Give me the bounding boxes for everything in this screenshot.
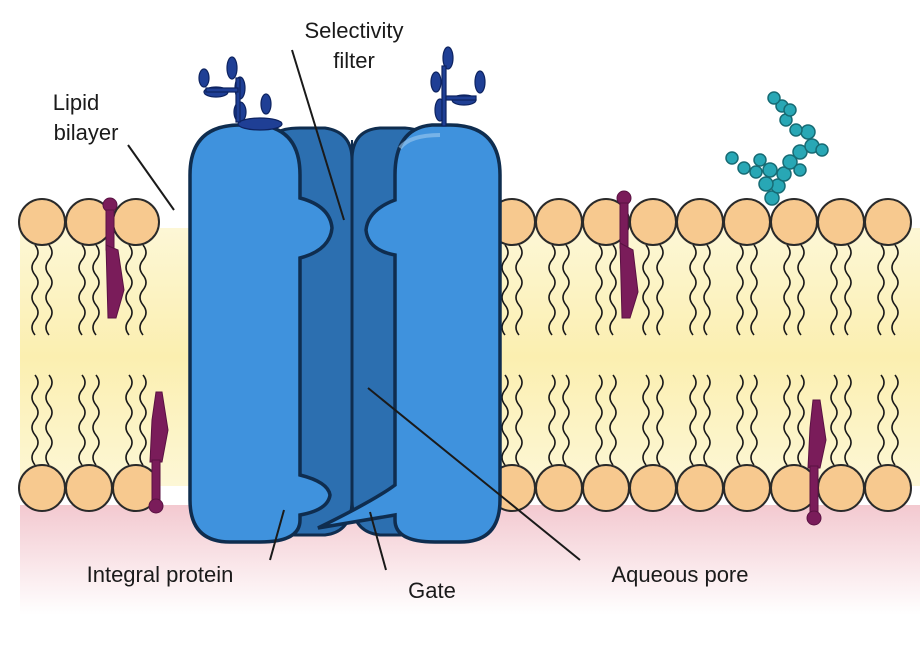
lipid-tail [891,244,899,336]
label-integral-protein: Integral protein [87,562,234,587]
lipid-tail [125,244,133,336]
lipid-head [112,198,160,246]
label-selectivity-filter-1: Selectivity [304,18,403,43]
label-lipid-bilayer-2: bilayer [54,120,119,145]
lipid-tail [125,374,133,466]
lipid-tail [31,244,39,336]
lipid-tail [609,244,617,336]
lipid-head [535,198,583,246]
cholesterol-upper-right [616,190,639,319]
lipid-tail [595,374,603,466]
lipid-tail [31,374,39,466]
lipid-tail [797,244,805,336]
glycosylation-right [430,46,486,127]
lipid-tail [844,374,852,466]
lipid-tail [515,244,523,336]
leader-aqueous-pore [367,387,581,561]
lipid-tails [31,244,899,466]
lipid-head [535,464,583,512]
lipid-tail [736,374,744,466]
lipid-tail [830,374,838,466]
lipid-tail [656,374,664,466]
lipid-tail [45,374,53,466]
lipid-tail [548,244,556,336]
lipid-tail [750,244,758,336]
lipid-tail [92,374,100,466]
lipid-heads [18,198,912,512]
lipid-tail [689,374,697,466]
lipid-tail [783,374,791,466]
lipid-head [629,464,677,512]
protein-front-right [317,123,502,544]
lipid-tail [830,244,838,336]
lipid-head [65,464,113,512]
lipid-head [817,198,865,246]
lipid-tail [562,244,570,336]
lipid-tail [78,374,86,466]
lipid-tail [877,244,885,336]
glycosylation-left [198,56,283,131]
lipid-tail [548,374,556,466]
leader-lines [127,49,581,571]
lipid-tail [78,244,86,336]
lipid-tail [609,374,617,466]
lipid-tail [703,374,711,466]
leader-selectivity-filter [291,49,345,221]
lipid-head [18,198,66,246]
protein-highlight [398,133,441,150]
lipid-head [723,464,771,512]
lipid-tail [703,244,711,336]
lipid-tail [877,374,885,466]
channel-protein [188,123,502,544]
lipid-tail [750,374,758,466]
lipid-tail [689,244,697,336]
lipid-tail [844,244,852,336]
lipid-head [18,464,66,512]
label-selectivity-filter-2: filter [333,48,375,73]
lipid-tail [139,374,147,466]
lipid-tail [797,374,805,466]
lipid-tail [139,244,147,336]
lipid-tail [891,374,899,466]
lipid-head [770,198,818,246]
lipid-tail [642,244,650,336]
lipid-tail [562,374,570,466]
lipid-head [676,198,724,246]
lipid-tail [501,244,509,336]
lipid-tail [92,244,100,336]
lipid-tail [501,374,509,466]
lipid-head [582,464,630,512]
glycolipid [725,91,829,206]
leader-integral-protein [269,509,285,561]
lipid-tail [595,244,603,336]
lipid-head [629,198,677,246]
lipid-head [817,464,865,512]
label-gate: Gate [408,578,456,603]
cholesterol-upper-left [102,197,125,319]
cholesterol-molecules [102,190,827,526]
leader-lipid-bilayer [127,144,175,211]
label-lipid-bilayer-1: Lipid [53,90,99,115]
leader-gate [369,511,387,571]
label-aqueous-pore: Aqueous pore [612,562,749,587]
lipid-tail [736,244,744,336]
lipid-head [864,464,912,512]
lipid-tail [515,374,523,466]
lipid-tail [783,244,791,336]
lipid-tail [45,244,53,336]
lipid-head [676,464,724,512]
cholesterol-lower-right [806,399,827,526]
lipid-head [864,198,912,246]
lipid-tail [642,374,650,466]
lipid-tail [656,244,664,336]
lipid-head [723,198,771,246]
cholesterol-lower-left [148,391,169,514]
